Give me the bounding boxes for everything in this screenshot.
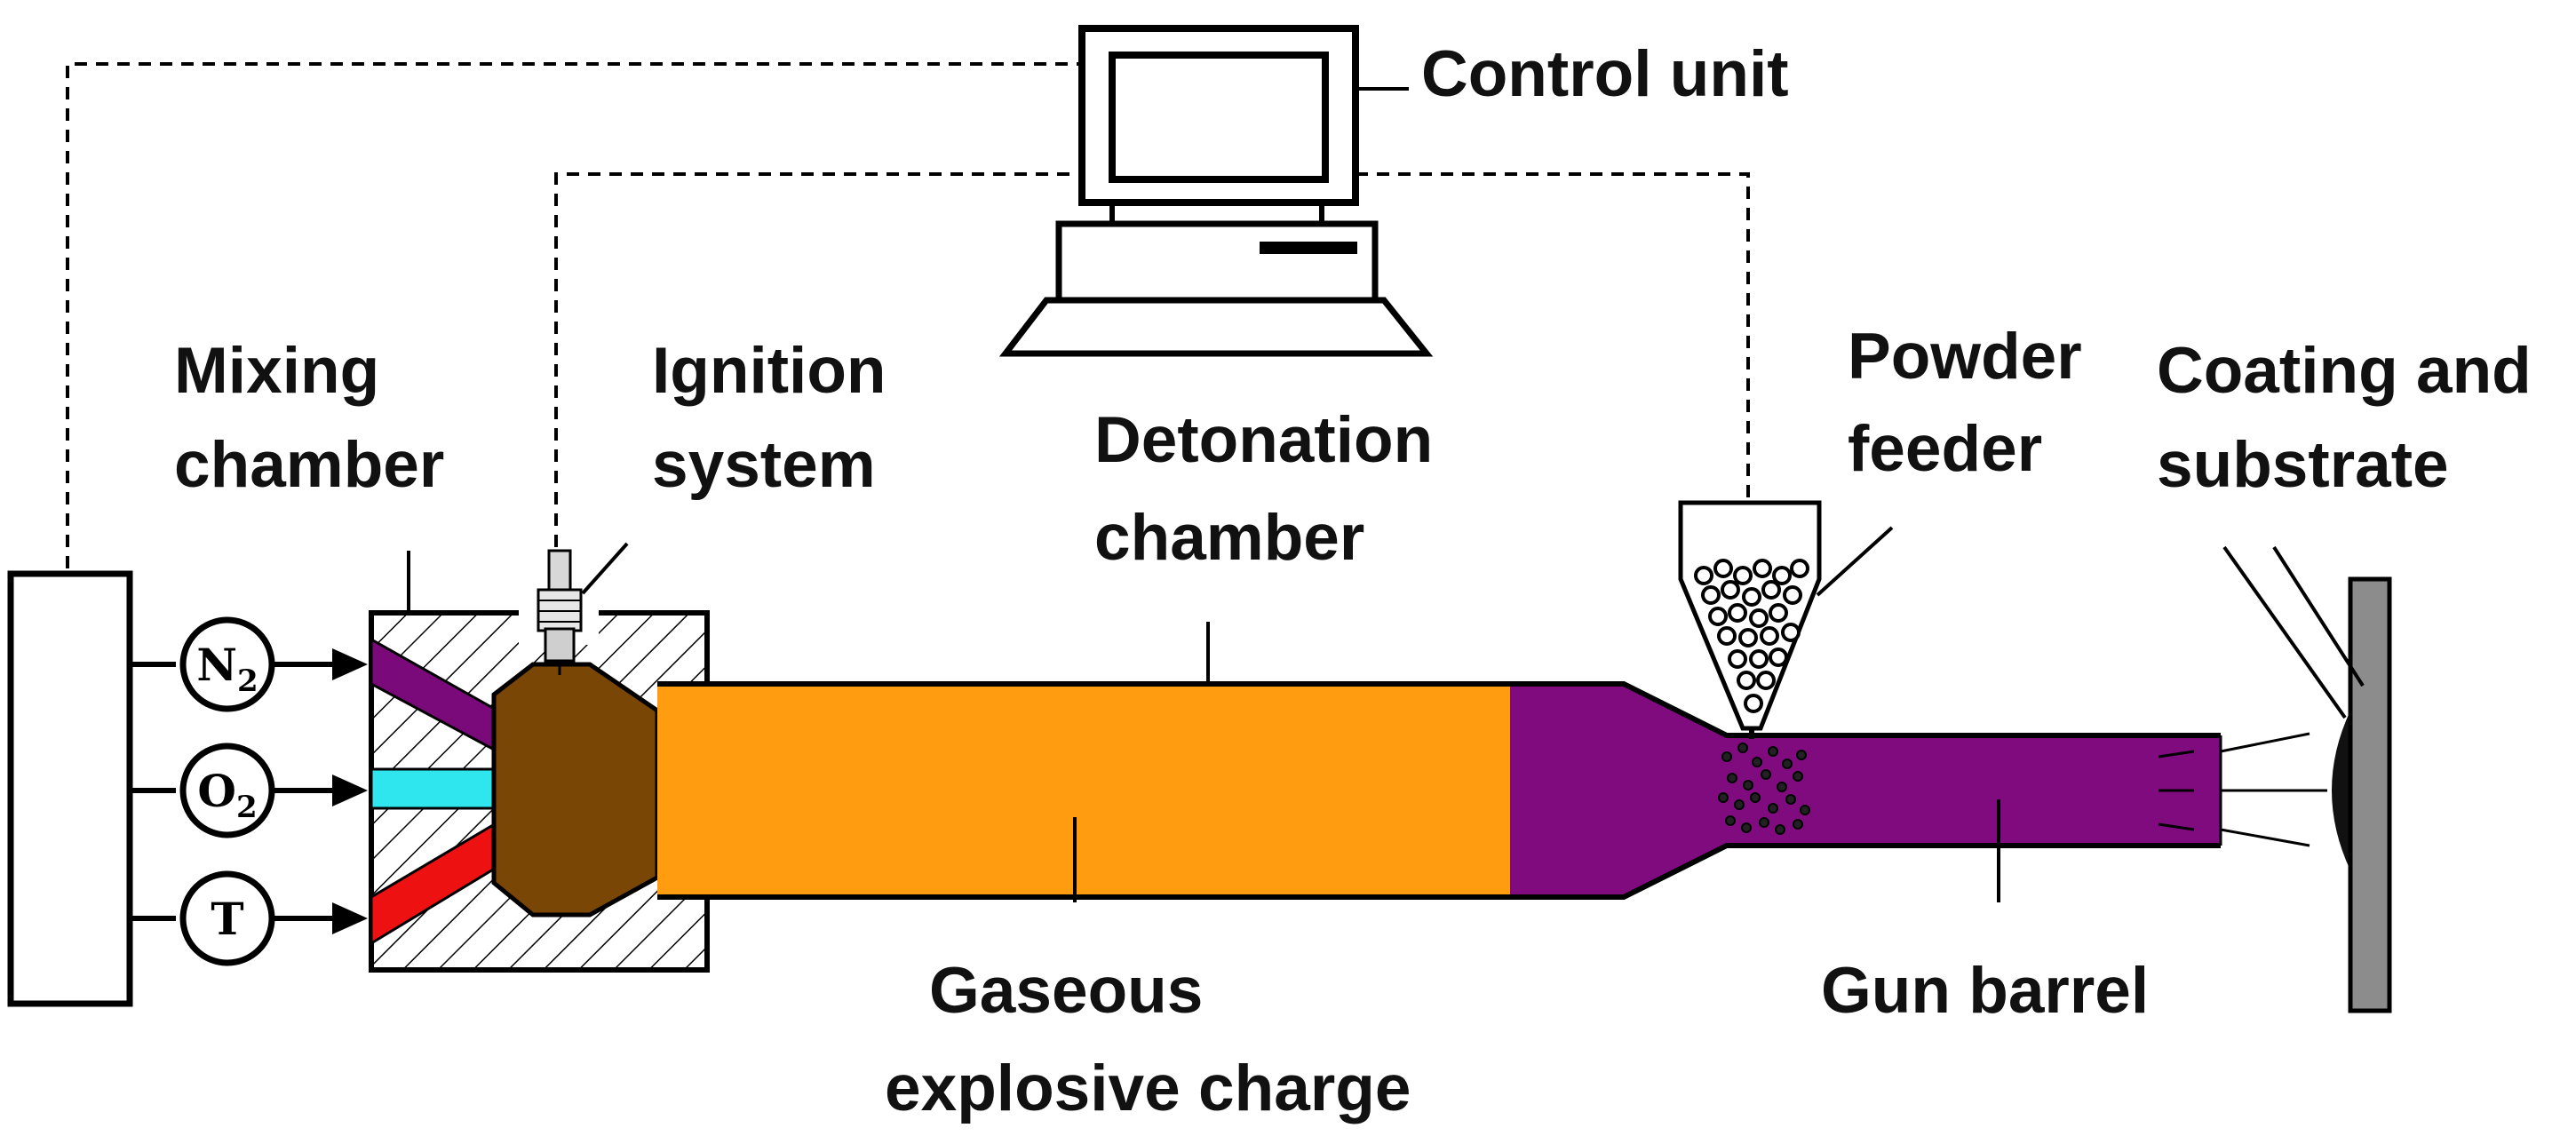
label-mixing-chamber-line1: Mixing (174, 335, 379, 407)
control-unit-computer-icon (998, 25, 1434, 357)
label-coating-substrate-line1: Coating and (2157, 335, 2532, 407)
o2-channel (370, 767, 499, 810)
gas-symbol-n2: N2 (196, 639, 258, 699)
label-powder-feeder-line2: feeder (1848, 413, 2042, 485)
ignition-zone (491, 662, 660, 918)
gas-inlet-fuel: T (130, 870, 368, 966)
label-powder-feeder-line1: Powder (1848, 321, 2082, 393)
control-line-powder-feeder (1356, 172, 1750, 497)
spark-plug-icon (537, 549, 583, 675)
gas-symbol-t: T (211, 893, 243, 945)
spray-jets (2158, 732, 2327, 847)
barrel-gas (1510, 684, 2221, 897)
label-gaseous-charge-line1: Gaseous (929, 955, 1203, 1027)
label-control-unit: Control unit (1421, 38, 1789, 110)
control-line-gas-supply (66, 62, 1082, 568)
gas-inlet-n2: N2 (130, 616, 368, 712)
coating-leader (2222, 545, 2347, 719)
label-detonation-chamber-line2: chamber (1094, 502, 1364, 574)
label-ignition-system-line1: Ignition (652, 335, 886, 407)
gas-symbol-o2: O2 (197, 765, 257, 825)
label-gaseous-charge-line2: explosive charge (885, 1053, 1411, 1124)
powder-feeder-leader (1816, 526, 1894, 597)
gaseous-explosive-charge (657, 684, 1510, 897)
gas-inlet-o2: O2 (130, 743, 368, 838)
label-mixing-chamber-line2: chamber (174, 429, 444, 501)
coating-layer (2332, 711, 2350, 870)
hopper-powder (1694, 559, 1809, 713)
powder-particles-in-barrel (1718, 743, 1810, 835)
barrel-top-wall (657, 681, 2221, 738)
gas-supply-box (7, 570, 133, 1007)
barrel-bottom-wall (657, 843, 2221, 900)
control-line-ignition (554, 172, 1082, 590)
label-detonation-chamber-line1: Detonation (1094, 404, 1433, 476)
label-ignition-system-line2: system (652, 429, 876, 501)
label-gun-barrel: Gun barrel (1821, 955, 2149, 1027)
ignition-leader (581, 542, 629, 595)
label-coating-substrate-line2: substrate (2157, 429, 2449, 501)
substrate-plate (2348, 576, 2392, 1013)
substrate-leader (2272, 545, 2365, 687)
